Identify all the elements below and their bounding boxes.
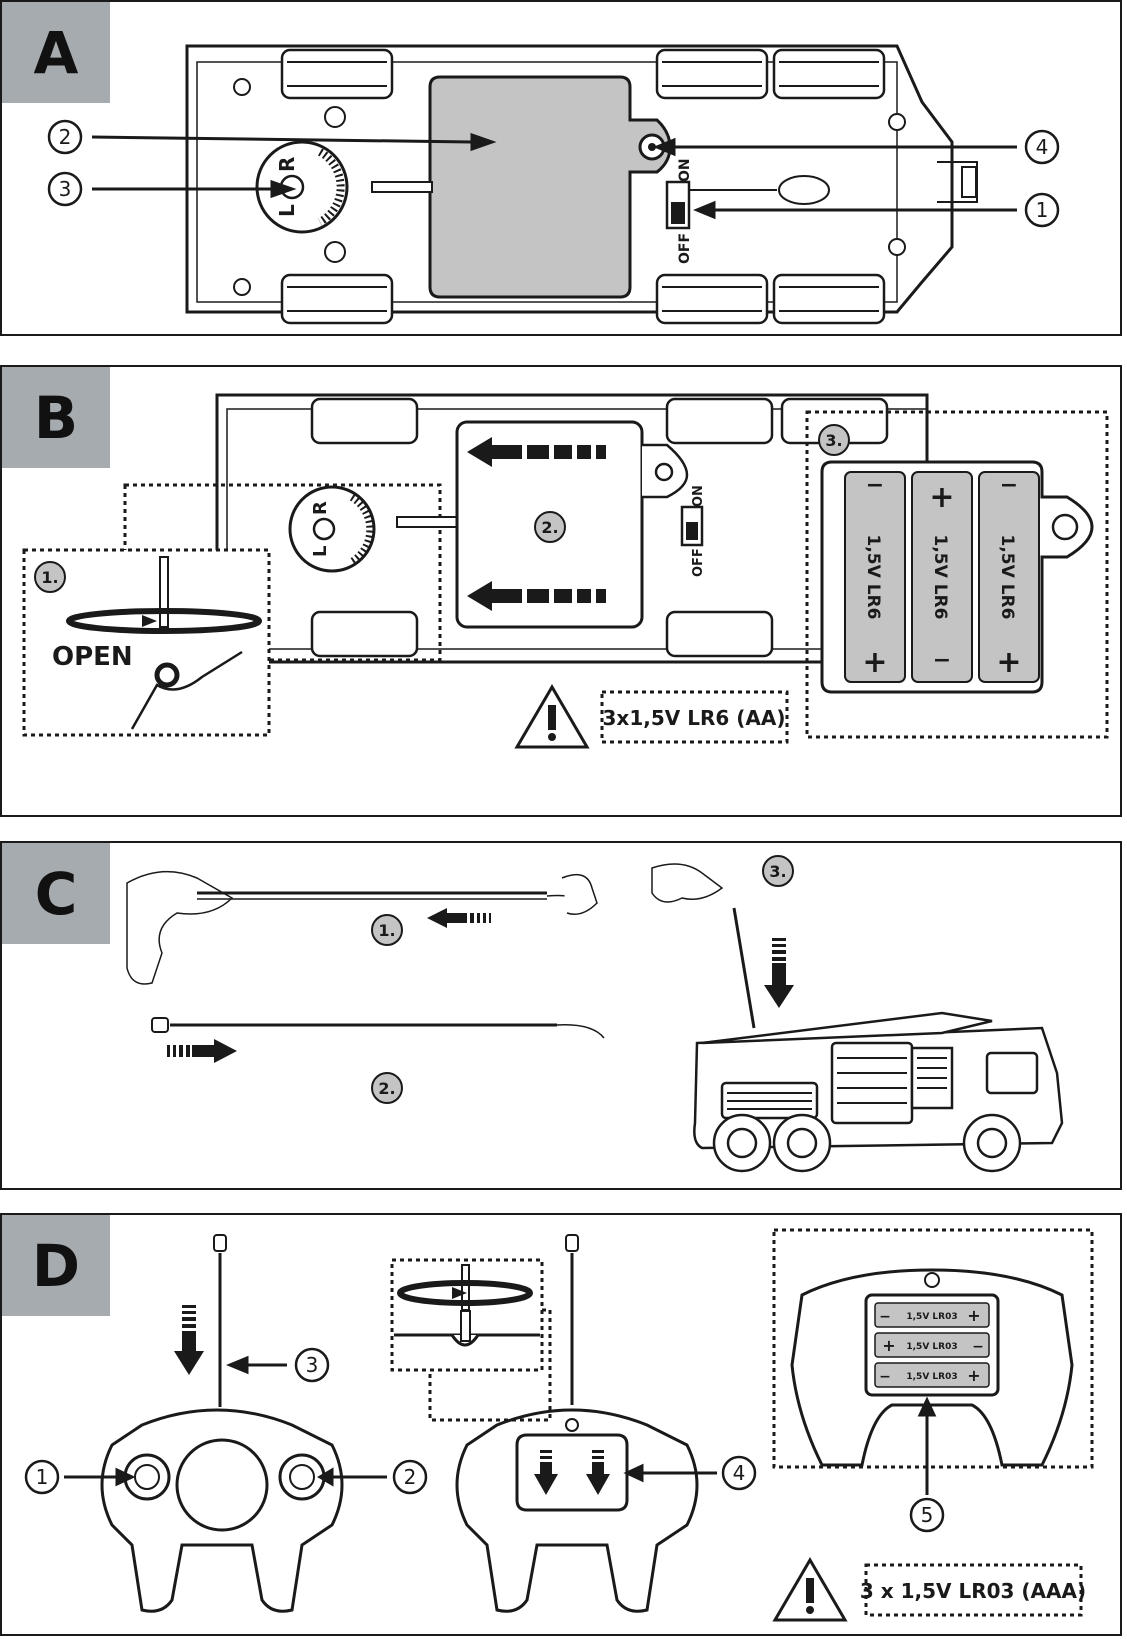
- svg-text:1,5V LR03: 1,5V LR03: [906, 1342, 957, 1352]
- panel-b-label: B: [2, 367, 110, 468]
- callout-5: 5: [921, 1503, 934, 1527]
- aaa-battery-1: − + 1,5V LR03: [874, 1302, 990, 1328]
- svg-text:−: −: [1000, 473, 1018, 498]
- panel-d-label: D: [2, 1215, 110, 1316]
- hand-right: [561, 873, 598, 915]
- arrow-icon: [174, 1305, 204, 1375]
- step-1-badge: 1.: [41, 568, 58, 587]
- callout-2: 2: [404, 1465, 417, 1489]
- svg-text:1,5V LR6: 1,5V LR6: [863, 535, 883, 620]
- svg-text:−: −: [879, 1309, 891, 1325]
- aa-battery-3: − + 1,5V LR6: [978, 471, 1040, 683]
- antenna-install-diagram: 1. 2. 3.: [126, 855, 1064, 1173]
- svg-text:1,5V LR6: 1,5V LR6: [997, 535, 1017, 620]
- panel-d: D 1 2 3: [0, 1213, 1122, 1636]
- warning-icon: [772, 1557, 848, 1622]
- callout-1: 1: [36, 1465, 49, 1489]
- vehicle-underside-diagram: R L ON OFF 2 3 4 1: [47, 44, 1060, 325]
- screwdriver-icon: [394, 1264, 540, 1347]
- svg-text:+: +: [882, 1336, 895, 1355]
- panel-c: C 1. 2. 3.: [0, 841, 1122, 1190]
- switch-on-label: ON: [691, 485, 706, 507]
- svg-text:−: −: [972, 1339, 984, 1355]
- panel-a: A: [0, 0, 1122, 336]
- arrow-icon: [427, 908, 491, 928]
- screwdriver-icon: [66, 556, 262, 730]
- svg-text:+: +: [862, 645, 887, 680]
- switch-off-label: OFF: [691, 548, 706, 577]
- switch-on-label: ON: [677, 158, 693, 182]
- panel-c-label: C: [2, 843, 110, 944]
- aaa-battery-2: + − 1,5V LR03: [874, 1332, 990, 1358]
- dial-left-letter: L: [310, 546, 331, 557]
- dial-right-letter: R: [275, 157, 299, 172]
- aa-battery-2: + − 1,5V LR6: [911, 471, 973, 683]
- callout-4: 4: [733, 1461, 746, 1485]
- aaa-battery-3: − + 1,5V LR03: [874, 1362, 990, 1388]
- svg-text:−: −: [866, 473, 884, 498]
- svg-text:+: +: [929, 480, 954, 515]
- panel-a-label: A: [2, 2, 110, 103]
- hand-top: [651, 863, 724, 903]
- remote-control-diagram: 1 2 3 4: [24, 1228, 1094, 1622]
- battery-spec-aaa: 3 x 1,5V LR03 (AAA): [860, 1579, 1086, 1603]
- callout-3: 3: [306, 1353, 319, 1377]
- svg-text:−: −: [879, 1369, 891, 1385]
- battery-spec-aa: 3x1,5V LR6 (AA): [603, 706, 786, 730]
- remote-front: [100, 1234, 344, 1613]
- aa-battery-1: − + 1,5V LR6: [844, 471, 906, 683]
- switch-off-label: OFF: [677, 233, 693, 264]
- svg-text:−: −: [933, 648, 951, 673]
- svg-text:1,5V LR03: 1,5V LR03: [906, 1312, 957, 1322]
- callout-2: 2: [59, 125, 72, 149]
- svg-text:+: +: [967, 1366, 980, 1385]
- remote-back: [455, 1234, 699, 1613]
- panel-b: B R L 2.: [0, 365, 1122, 817]
- step-3-badge: 3.: [825, 431, 842, 450]
- open-label: OPEN: [52, 642, 133, 672]
- callout-4: 4: [1036, 135, 1049, 159]
- battery-cover: [428, 75, 672, 299]
- svg-text:+: +: [967, 1306, 980, 1325]
- warning-icon: [514, 684, 590, 749]
- battery-install-diagram: R L 2. ON OFF 1. OPEN: [22, 393, 1109, 749]
- dial-left-letter: L: [275, 204, 299, 217]
- callout-3: 3: [59, 177, 72, 201]
- dial-right-letter: R: [310, 501, 331, 515]
- arrow-icon: [167, 1039, 237, 1063]
- step-3-badge: 3.: [769, 862, 786, 881]
- step-2-badge: 2.: [378, 1079, 395, 1098]
- svg-text:+: +: [996, 645, 1021, 680]
- step-1-badge: 1.: [378, 921, 395, 940]
- callout-1: 1: [1036, 198, 1049, 222]
- svg-text:1,5V LR03: 1,5V LR03: [906, 1372, 957, 1382]
- svg-text:1,5V LR6: 1,5V LR6: [930, 535, 950, 620]
- step-2-badge: 2.: [541, 518, 558, 537]
- hand-left: [126, 870, 234, 985]
- arrow-icon: [764, 938, 794, 1008]
